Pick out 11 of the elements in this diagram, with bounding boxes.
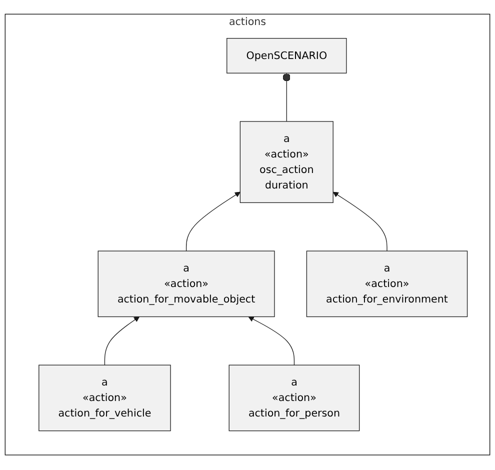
node-box: a «action» action_for_vehicle (38, 365, 171, 432)
arrow (332, 192, 388, 252)
node-box: OpenSCENARIO (226, 38, 347, 74)
arrow (186, 192, 240, 252)
node-box: a «action» action_for_movable_object (98, 251, 275, 318)
connector (282, 73, 291, 122)
arrow (104, 316, 140, 366)
node-box: a «action» action_for_environment (306, 251, 468, 318)
node-box: a «action» action_for_person (228, 365, 360, 432)
arrow (248, 316, 295, 366)
node-box: a «action» osc_action duration (240, 122, 334, 204)
